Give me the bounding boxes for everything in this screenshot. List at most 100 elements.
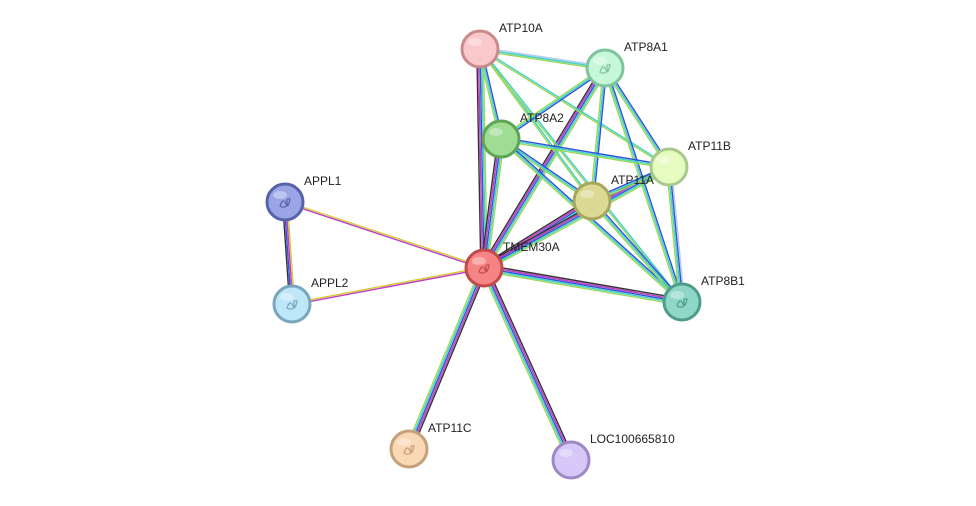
edge-evidence-line [665, 167, 681, 303]
node-highlight [489, 128, 503, 136]
edge-TMEM30A-ATP11C[interactable] [405, 266, 488, 451]
edge-evidence-line [483, 138, 502, 269]
protein-structure-icon [279, 198, 291, 208]
edge-evidence-line [484, 264, 683, 300]
edge-evidence-line [409, 268, 487, 450]
node-label: ATP8A1 [624, 40, 668, 54]
edge-evidence-line [484, 139, 504, 269]
edge-evidence-line [483, 267, 683, 303]
edge-evidence-line [292, 268, 485, 306]
node-label: APPL2 [311, 276, 349, 290]
protein-structure-icon [478, 264, 490, 274]
node-tmem30a[interactable]: TMEM30A [464, 240, 560, 288]
edge-TMEM30A-ATP8A2[interactable] [480, 138, 505, 269]
node-highlight [580, 190, 594, 198]
protein-structure-icon [599, 64, 611, 74]
edge-evidence-line [481, 197, 591, 266]
edge-evidence-line [477, 49, 484, 269]
edge-evidence-line [602, 68, 682, 303]
edge-evidence-line [478, 49, 592, 202]
edge-evidence-line [483, 166, 670, 269]
node-atp11b[interactable]: ATP11B [649, 139, 731, 187]
edge-TMEM30A-LOC100665810[interactable] [480, 266, 575, 462]
edge-evidence-line [604, 67, 683, 303]
edge-ATP11A-ATP8B1[interactable] [590, 199, 684, 304]
node-atp11a[interactable]: ATP11A [572, 173, 654, 221]
node-label: ATP8A2 [520, 111, 564, 125]
node-atp8a1[interactable]: ATP8A1 [585, 40, 668, 88]
edge-evidence-line [291, 266, 484, 304]
node-label: APPL1 [304, 174, 342, 188]
edge-ATP8A1-ATP8A2[interactable] [499, 66, 607, 141]
edge-evidence-line [483, 268, 682, 305]
edge-TMEM30A-ATP8B1[interactable] [483, 264, 683, 306]
edge-evidence-line [485, 169, 671, 272]
node-circle[interactable] [481, 119, 521, 159]
edge-evidence-line [480, 48, 684, 302]
edge-ATP8A2-ATP11B[interactable] [500, 136, 670, 170]
edge-evidence-line [486, 139, 505, 269]
edge-evidence-line [479, 48, 485, 269]
edge-evidence-line [480, 269, 569, 462]
edge-evidence-line [411, 268, 488, 451]
edge-evidence-line [604, 67, 670, 168]
edge-evidence-line [480, 46, 606, 68]
edge-evidence-line [591, 67, 606, 202]
edge-TMEM30A-APPL2[interactable] [291, 266, 485, 306]
node-label: LOC100665810 [590, 432, 675, 446]
edge-evidence-line [589, 67, 605, 201]
edge-evidence-line [484, 267, 574, 460]
node-loc100665810[interactable]: LOC100665810 [551, 432, 675, 480]
edge-evidence-line [591, 200, 683, 303]
edge-evidence-line [479, 49, 669, 169]
protein-structure-icon [286, 300, 298, 310]
edge-evidence-line [499, 139, 682, 304]
edge-evidence-line [603, 68, 669, 169]
node-highlight [657, 156, 671, 164]
edge-evidence-line [483, 267, 572, 461]
node-appl1[interactable]: APPL1 [265, 174, 342, 222]
node-circle[interactable] [572, 181, 612, 221]
edge-evidence-line [499, 66, 605, 139]
edge-evidence-line [405, 266, 482, 449]
edge-evidence-line [481, 138, 501, 268]
edge-ATP11B-ATP8B1[interactable] [665, 166, 686, 303]
edge-ATP10A-ATP11B[interactable] [479, 47, 670, 169]
protein-structure-icon [403, 445, 415, 455]
edge-evidence-line [484, 265, 683, 302]
node-atp8b1[interactable]: ATP8B1 [662, 274, 745, 322]
node-label: ATP10A [499, 21, 543, 35]
node-highlight [670, 291, 684, 299]
node-appl2[interactable]: APPL2 [272, 276, 349, 324]
edge-TMEM30A-APPL1[interactable] [284, 200, 485, 270]
protein-structure-icon [676, 298, 688, 308]
edge-evidence-line [501, 68, 607, 141]
edge-ATP8A1-ATP11B[interactable] [603, 66, 671, 169]
edge-evidence-line [605, 67, 685, 302]
edge-evidence-line [483, 270, 682, 306]
edge-ATP8A1-ATP11A[interactable] [589, 67, 608, 202]
edge-evidence-line [476, 49, 482, 269]
node-circle[interactable] [649, 147, 689, 187]
node-highlight [593, 57, 607, 65]
node-atp8a2[interactable]: ATP8A2 [481, 111, 564, 159]
node-highlight [280, 293, 294, 301]
node-highlight [273, 191, 287, 199]
edge-evidence-line [605, 66, 671, 167]
node-atp10a[interactable]: ATP10A [460, 21, 543, 69]
edge-evidence-line [500, 138, 683, 303]
edge-evidence-line [285, 200, 485, 268]
node-circle[interactable] [460, 29, 500, 69]
edge-ATP8A1-ATP8B1[interactable] [602, 67, 685, 303]
edge-evidence-line [500, 139, 669, 170]
edge-evidence-line [480, 138, 499, 268]
edge-ATP10A-ATP8A1[interactable] [479, 46, 606, 71]
node-atp11c[interactable]: ATP11C [389, 421, 472, 469]
edge-evidence-line [484, 167, 671, 271]
node-label: TMEM30A [503, 240, 560, 254]
node-highlight [397, 438, 411, 446]
node-label: ATP11B [688, 139, 731, 153]
node-circle[interactable] [551, 440, 591, 480]
edge-evidence-line [479, 48, 606, 69]
